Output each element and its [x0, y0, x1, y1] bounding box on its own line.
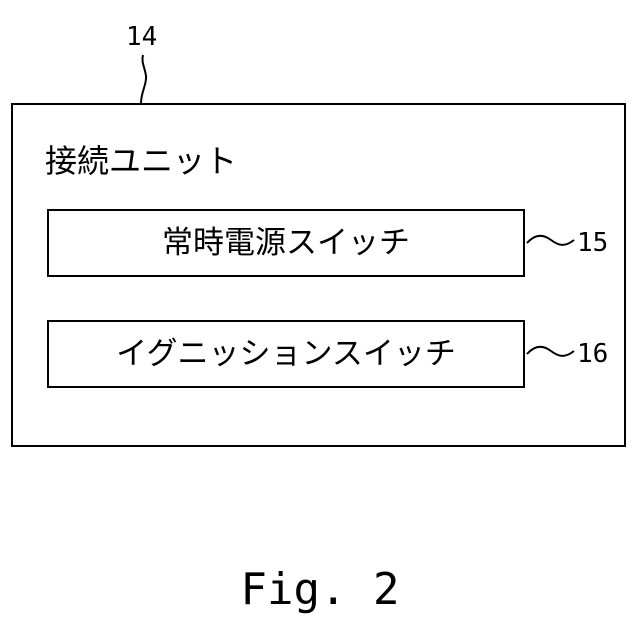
- reference-numeral-14: 14: [126, 24, 157, 50]
- reference-numeral-16: 16: [577, 341, 608, 367]
- connection-unit-title: 接続ユニット: [45, 145, 237, 177]
- reference-numeral-15: 15: [577, 230, 608, 256]
- ignition-switch-label: イグニッションスイッチ: [116, 339, 456, 370]
- ignition-switch-box: イグニッションスイッチ: [47, 320, 525, 388]
- constant-power-switch-box: 常時電源スイッチ: [47, 209, 525, 277]
- figure-caption: Fig. 2: [0, 568, 640, 612]
- leader-line-14: [141, 55, 146, 103]
- constant-power-switch-label: 常時電源スイッチ: [162, 228, 410, 259]
